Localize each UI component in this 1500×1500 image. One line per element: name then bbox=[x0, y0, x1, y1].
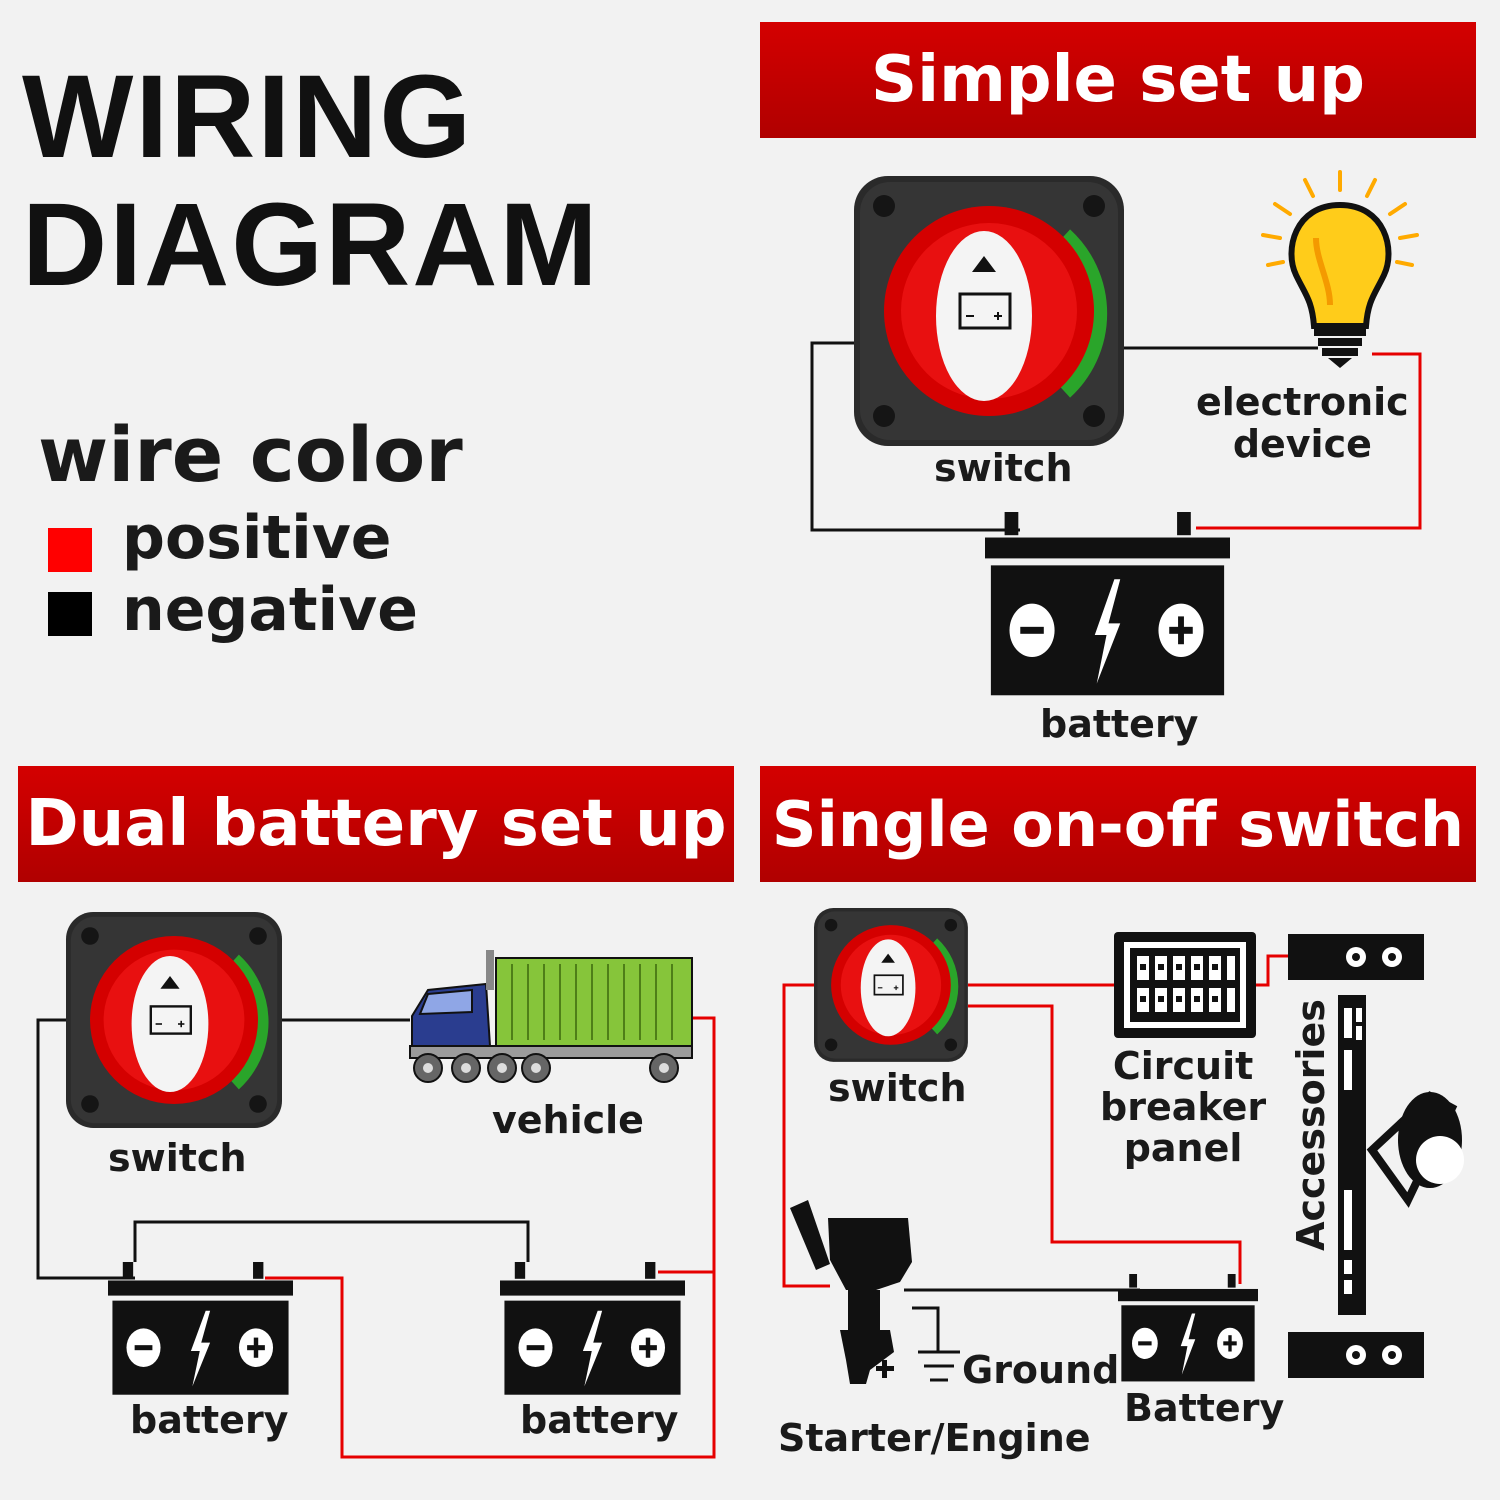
horn-accessory-icon bbox=[1366, 1091, 1464, 1208]
accessory-bus-top-icon bbox=[1288, 934, 1424, 980]
simple-battery-label: battery bbox=[1040, 702, 1199, 746]
simple-switch-label: switch bbox=[934, 446, 1073, 490]
accessories-label: Accessories bbox=[1289, 999, 1334, 1251]
dual-battery-2-label: battery bbox=[520, 1398, 679, 1442]
banner-dual: Dual battery set up bbox=[18, 766, 734, 882]
simple-battery-graphic bbox=[985, 512, 1230, 696]
title-line-1: WIRING bbox=[22, 51, 474, 183]
breaker-panel-icon bbox=[1114, 932, 1256, 1038]
light-bulb-icon bbox=[1261, 170, 1419, 368]
dual-setup-wires bbox=[36, 1016, 716, 1459]
simple-setup-wires bbox=[810, 341, 1422, 532]
positive-swatch bbox=[48, 528, 92, 572]
dual-battery-1-label: battery bbox=[130, 1398, 289, 1442]
accessory-bus-bottom-icon bbox=[1288, 1332, 1424, 1378]
single-setup-wires bbox=[782, 954, 1288, 1382]
single-battery-label: Battery bbox=[1124, 1386, 1285, 1430]
banner-single: Single on-off switch bbox=[760, 766, 1476, 882]
dual-vehicle-label: vehicle bbox=[492, 1098, 644, 1142]
negative-swatch bbox=[48, 592, 92, 636]
legend-negative: negative bbox=[122, 575, 418, 645]
legend-heading: wire color bbox=[38, 410, 463, 499]
dual-switch-label: switch bbox=[108, 1136, 247, 1180]
dual-battery-2-graphic bbox=[500, 1262, 685, 1395]
breaker-panel-label: Circuit breaker panel bbox=[1100, 1044, 1267, 1171]
banner-simple: Simple set up bbox=[760, 22, 1476, 138]
title-line-2: DIAGRAM bbox=[22, 179, 600, 311]
starter-engine-label: Starter/Engine bbox=[778, 1416, 1091, 1460]
single-switch-label: switch bbox=[828, 1066, 967, 1110]
single-battery-graphic bbox=[1118, 1274, 1258, 1382]
truck-icon bbox=[409, 950, 693, 1083]
accessory-bar-icon bbox=[1338, 995, 1366, 1315]
dual-battery-1-graphic bbox=[108, 1262, 293, 1395]
ground-label: Ground bbox=[962, 1348, 1120, 1392]
legend-positive: positive bbox=[122, 503, 392, 573]
simple-device-label: electronic device bbox=[1196, 380, 1409, 466]
outboard-engine-icon bbox=[790, 1200, 912, 1384]
